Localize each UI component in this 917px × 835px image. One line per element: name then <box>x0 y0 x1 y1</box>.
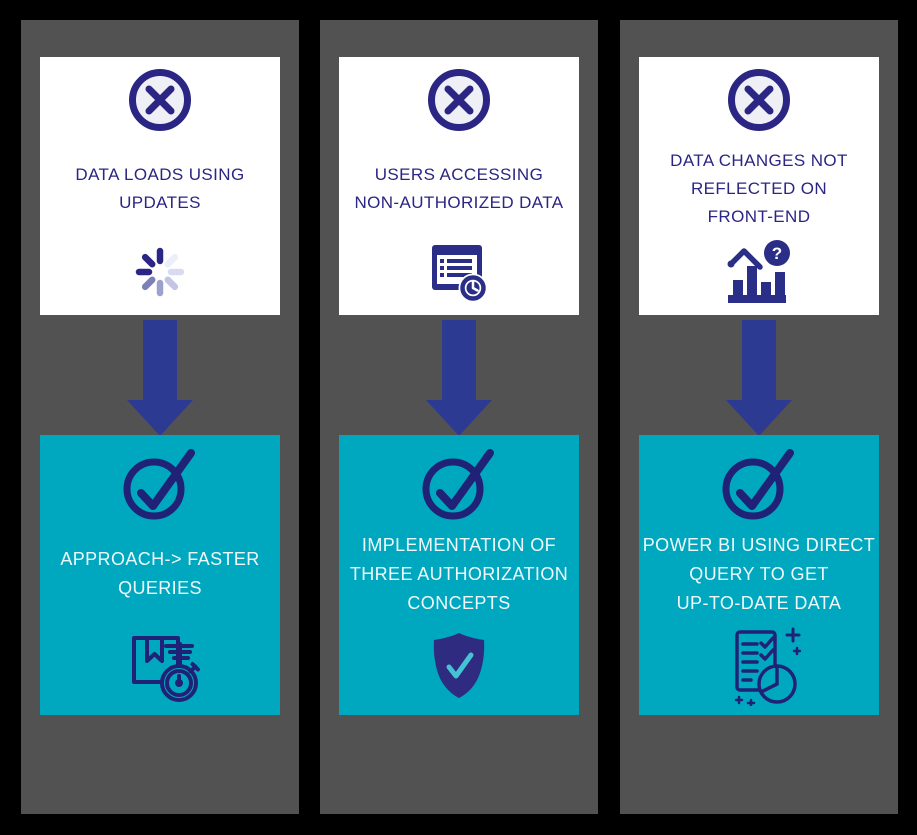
book-stopwatch-icon <box>40 621 280 709</box>
success-check-circle-icon <box>40 439 280 527</box>
solution-card: APPROACH-> FASTER QUERIES <box>40 435 280 715</box>
solution-title: IMPLEMENTATION OF THREE AUTHORIZATION CO… <box>349 534 569 613</box>
error-x-circle-icon <box>40 67 280 133</box>
solution-card: POWER BI USING DIRECT QUERY TO GET UP-TO… <box>639 435 879 715</box>
solution-title: APPROACH-> FASTER QUERIES <box>60 549 260 598</box>
down-arrow <box>620 320 898 436</box>
problem-card: DATA CHANGES NOT REFLECTED ON FRONT-END … <box>639 57 879 315</box>
svg-text:?: ? <box>772 244 782 263</box>
column-direct-query: DATA CHANGES NOT REFLECTED ON FRONT-END … <box>620 20 898 814</box>
success-check-circle-icon <box>639 439 879 527</box>
column-data-loads: DATA LOADS USING UPDATES <box>21 20 299 814</box>
solution-title: POWER BI USING DIRECT QUERY TO GET UP-TO… <box>642 534 876 613</box>
loading-spinner-icon <box>40 237 280 307</box>
error-x-circle-icon <box>639 67 879 133</box>
problem-title: DATA CHANGES NOT REFLECTED ON FRONT-END <box>670 151 848 226</box>
success-check-circle-icon <box>339 439 579 527</box>
chart-question-icon: ? <box>639 237 879 307</box>
problem-title: DATA LOADS USING UPDATES <box>75 165 245 212</box>
shield-check-icon <box>339 621 579 709</box>
error-x-circle-icon <box>339 67 579 133</box>
report-clock-icon <box>339 237 579 307</box>
problem-card: DATA LOADS USING UPDATES <box>40 57 280 315</box>
down-arrow <box>21 320 299 436</box>
problem-card: USERS ACCESSING NON-AUTHORIZED DATA <box>339 57 579 315</box>
problem-title: USERS ACCESSING NON-AUTHORIZED DATA <box>354 165 564 212</box>
solution-card: IMPLEMENTATION OF THREE AUTHORIZATION CO… <box>339 435 579 715</box>
down-arrow <box>320 320 598 436</box>
report-pie-chart-icon <box>639 621 879 709</box>
column-authorization: USERS ACCESSING NON-AUTHORIZED DATA <box>320 20 598 814</box>
